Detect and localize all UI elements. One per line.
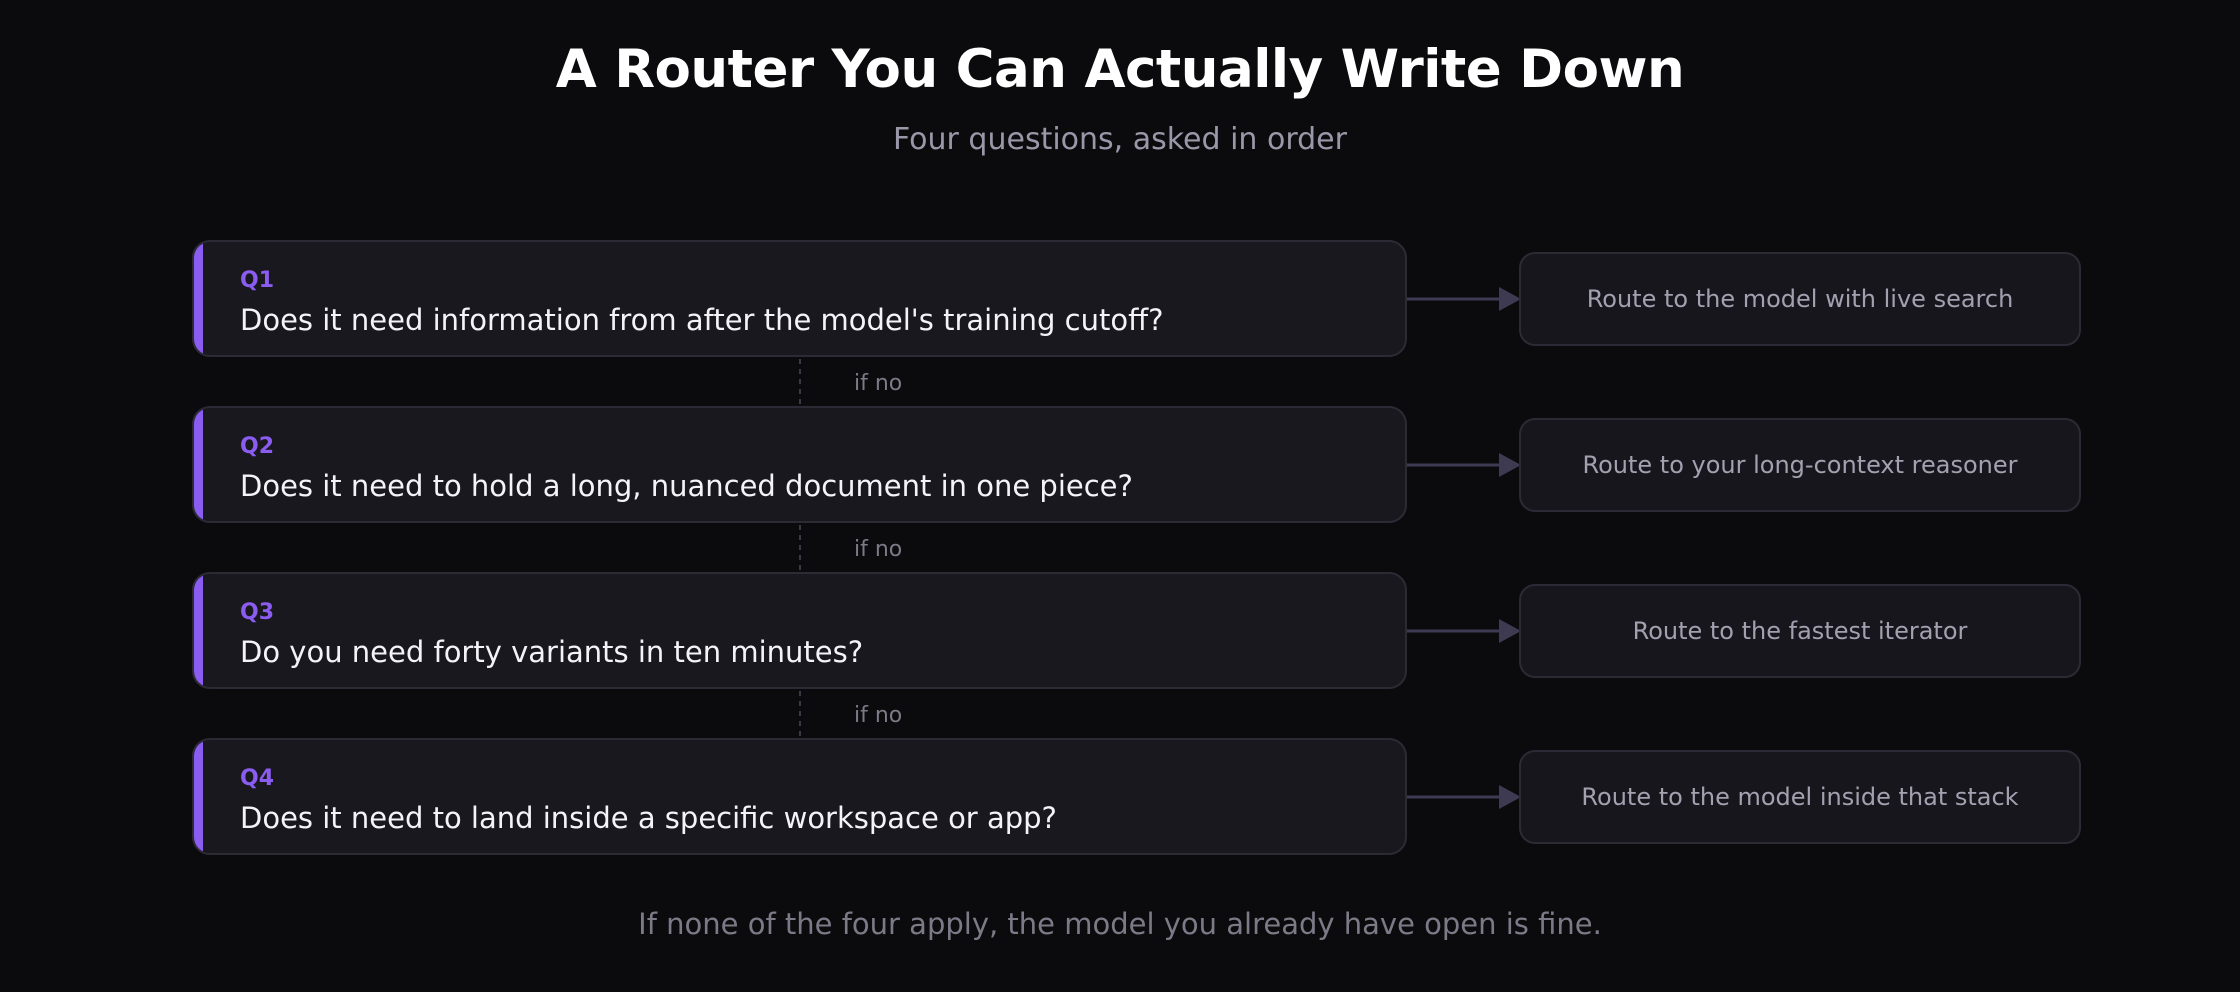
route-arrow-head-1 [1499, 287, 1521, 311]
route-arrow-head-4 [1499, 785, 1521, 809]
accent-bar [194, 740, 203, 853]
page-subtitle: Four questions, asked in order [893, 122, 1347, 157]
if-no-label-1: if no [854, 371, 903, 396]
accent-bar [194, 242, 203, 355]
route-arrow-head-2 [1499, 453, 1521, 477]
accent-bar [194, 574, 203, 687]
question-card-q3: Q3 Do you need forty variants in ten min… [192, 572, 1407, 689]
route-card-q3: Route to the fastest iterator [1519, 584, 2081, 678]
page-title: A Router You Can Actually Write Down [555, 39, 1685, 100]
question-text: Does it need information from after the … [240, 303, 1164, 337]
route-arrow-head-3 [1499, 619, 1521, 643]
if-no-label-3: if no [854, 703, 903, 728]
question-card-q1: Q1 Does it need information from after t… [192, 240, 1407, 357]
question-card-q4: Q4 Does it need to land inside a specifi… [192, 738, 1407, 855]
question-label: Q1 [240, 268, 275, 293]
question-label: Q3 [240, 600, 275, 625]
question-label: Q4 [240, 766, 275, 791]
question-text: Does it need to hold a long, nuanced doc… [240, 469, 1133, 503]
question-label: Q2 [240, 434, 275, 459]
if-no-label-2: if no [854, 537, 903, 562]
question-card-q2: Q2 Does it need to hold a long, nuanced … [192, 406, 1407, 523]
question-text: Does it need to land inside a specific w… [240, 801, 1057, 835]
route-card-q2: Route to your long-context reasoner [1519, 418, 2081, 512]
question-text: Do you need forty variants in ten minute… [240, 635, 864, 669]
route-card-q4: Route to the model inside that stack [1519, 750, 2081, 844]
footer-note: If none of the four apply, the model you… [638, 907, 1602, 941]
accent-bar [194, 408, 203, 521]
route-card-q1: Route to the model with live search [1519, 252, 2081, 346]
